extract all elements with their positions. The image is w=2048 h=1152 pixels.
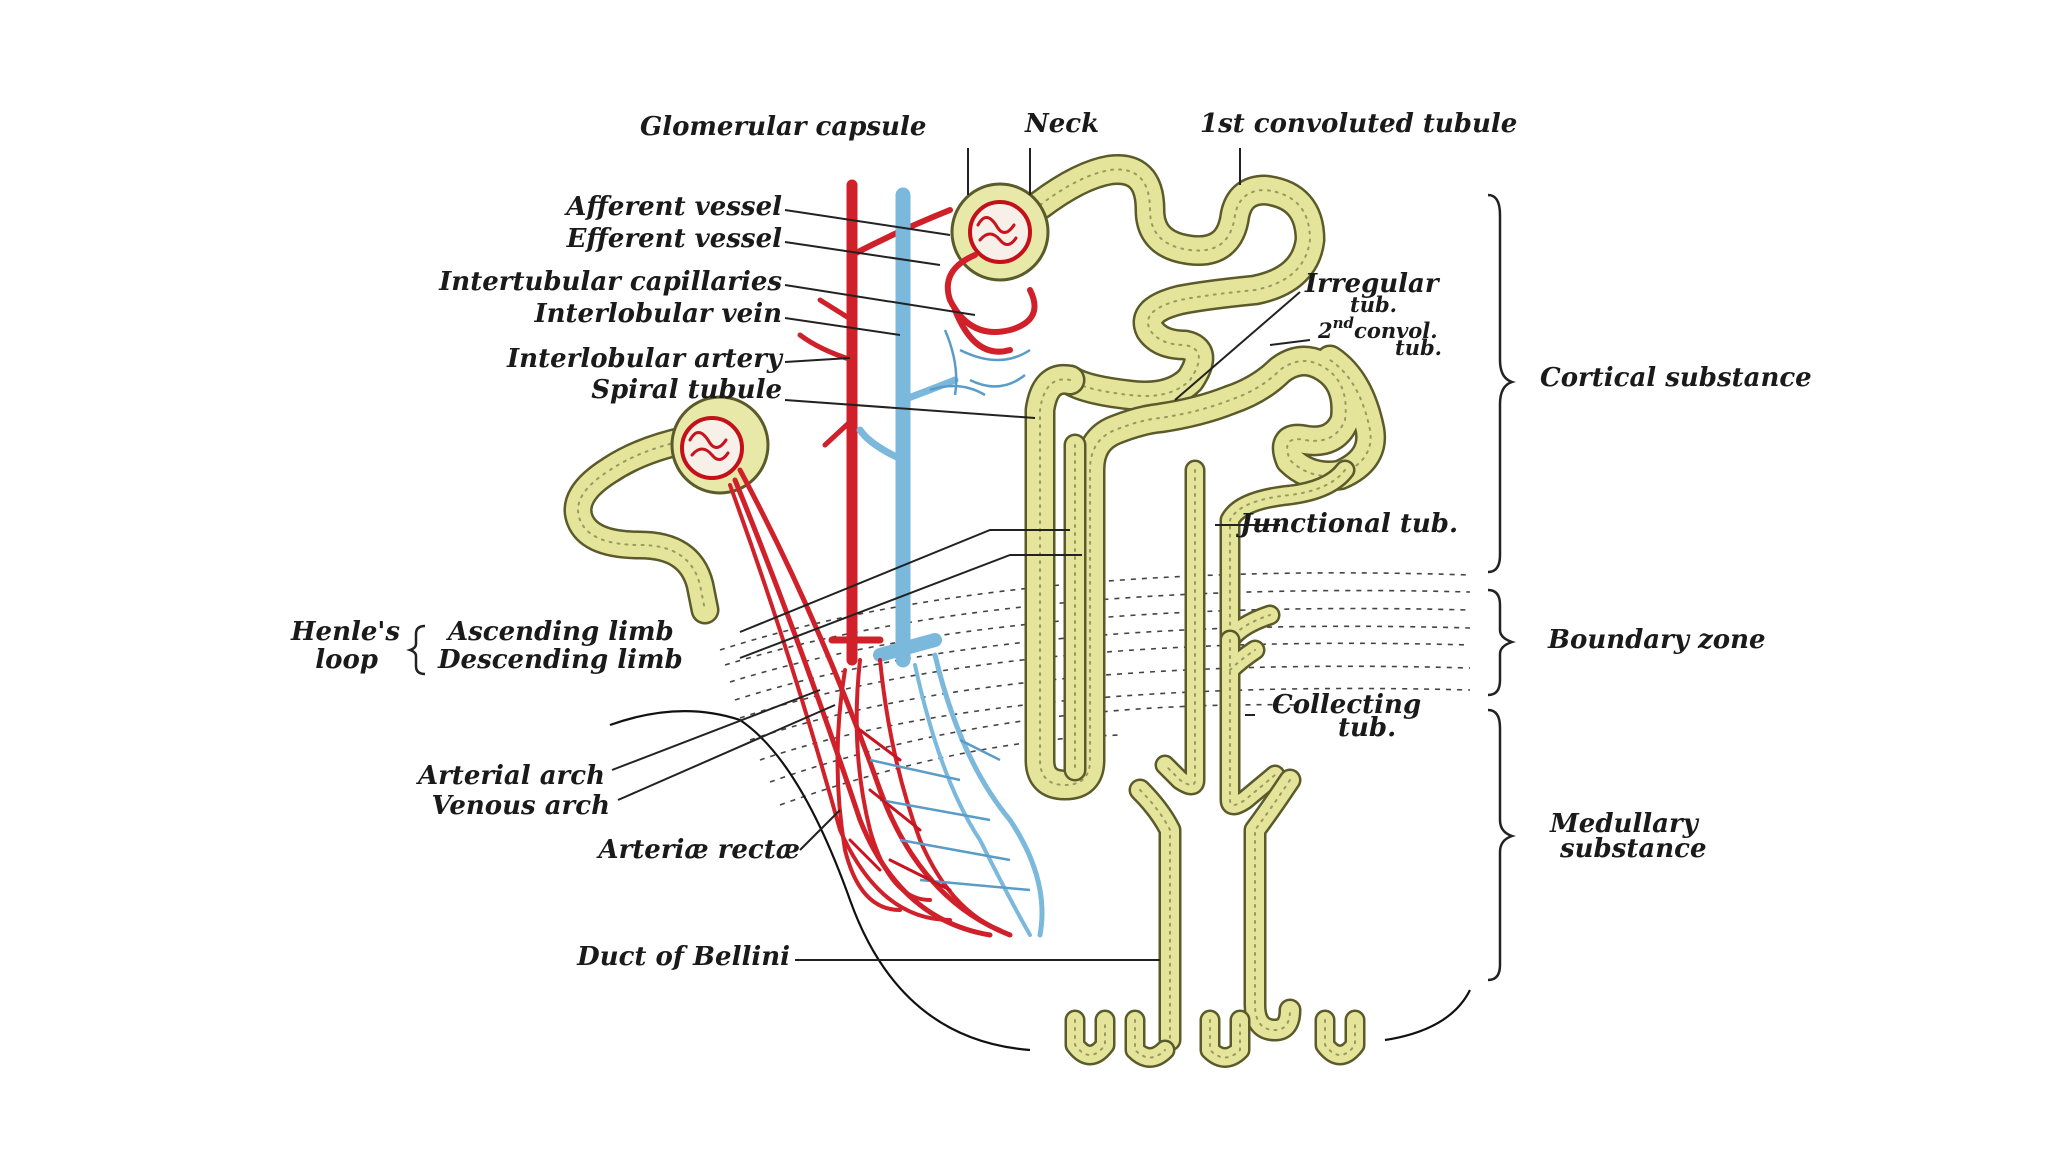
label-arteriae-rectae: Arteriæ rectæ <box>595 835 800 865</box>
venous-arch-vessel <box>873 633 942 662</box>
bellini-end-1 <box>1064 1009 1116 1066</box>
label-medullary-substance-2: substance <box>1559 834 1707 864</box>
label-interlobular-vein: Interlobular vein <box>533 299 782 329</box>
label-boundary-zone: Boundary zone <box>1547 625 1766 655</box>
lower-glomerulus <box>670 395 770 495</box>
label-intertubular-capillaries: Intertubular capillaries <box>438 267 782 297</box>
label-neck: Neck <box>1024 109 1099 139</box>
bellini-end-4 <box>1314 1009 1366 1066</box>
label-irregular-tub-2: tub. <box>1350 292 1397 317</box>
label-medullary-substance-1: Medullary <box>1549 809 1700 839</box>
label-first-convoluted-tubule: 1st convoluted tubule <box>1200 109 1517 139</box>
junctional-tubule <box>1219 459 1356 651</box>
lower-tubule-loop <box>563 425 720 625</box>
boundary-brace <box>1487 588 1516 697</box>
label-interlobular-artery: Interlobular artery <box>506 344 784 374</box>
medullary-brace <box>1487 708 1516 982</box>
label-cortical-substance: Cortical substance <box>1540 363 1812 393</box>
bellini-end-2 <box>1124 1009 1176 1068</box>
vein-branch <box>856 426 907 464</box>
label-collecting-tub-2: tub. <box>1338 713 1396 743</box>
leader-lines <box>611 148 1311 961</box>
upper-glomerulus <box>950 182 1050 282</box>
artery-branch <box>822 417 855 448</box>
efferent-loop <box>952 307 1013 355</box>
bellini-end-3 <box>1199 1009 1251 1068</box>
label-second-convol-suffix: convol. <box>1354 318 1438 343</box>
efferent-loop <box>944 252 1038 335</box>
label-second-convol: 2ndconvol. <box>1317 314 1438 343</box>
label-henles-loop-2: loop <box>315 645 378 675</box>
label-second-convol-prefix: 2 <box>1317 318 1333 343</box>
zone-braces <box>406 193 1516 982</box>
uriniferous-tubules <box>563 154 1387 1068</box>
label-descending-limb: Descending limb <box>437 645 683 675</box>
blood-vessels <box>670 179 1050 938</box>
label-junctional-tub: Junctional tub. <box>1235 509 1458 539</box>
lobule-outline <box>609 710 1471 1052</box>
labels: Glomerular capsule Neck 1st convoluted t… <box>290 109 1812 972</box>
artery-branch <box>797 332 855 363</box>
vein-branch <box>899 376 959 404</box>
collecting-tubule-right <box>1219 629 1286 816</box>
label-second-convol-sup: nd <box>1333 314 1355 332</box>
label-venous-arch: Venous arch <box>432 791 610 821</box>
label-arterial-arch: Arterial arch <box>415 761 605 791</box>
label-collecting-tub-1: Collecting <box>1272 690 1421 720</box>
collecting-tubule-left <box>1154 459 1206 796</box>
label-glomerular-capsule: Glomerular capsule <box>640 112 926 142</box>
henles-loop-brace <box>406 624 426 676</box>
label-spiral-tubule: Spiral tubule <box>591 375 782 405</box>
first-convoluted-tubule <box>1024 154 1326 412</box>
duct-of-bellini-right <box>1243 768 1302 1042</box>
label-afferent-vessel: Afferent vessel <box>563 192 782 222</box>
artery-branch <box>817 297 855 323</box>
label-efferent-vessel: Efferent vessel <box>566 224 783 254</box>
label-henles-loop-1: Henle's <box>290 617 400 647</box>
label-second-convol-tub: tub. <box>1395 335 1442 360</box>
duct-of-bellini-left <box>1128 778 1182 1052</box>
label-duct-of-bellini: Duct of Bellini <box>576 942 790 972</box>
label-ascending-limb: Ascending limb <box>445 617 674 647</box>
cortical-brace <box>1487 193 1516 574</box>
label-irregular-tub-1: Irregular <box>1304 269 1441 299</box>
arteriae-rectae-bundle <box>728 467 1045 938</box>
